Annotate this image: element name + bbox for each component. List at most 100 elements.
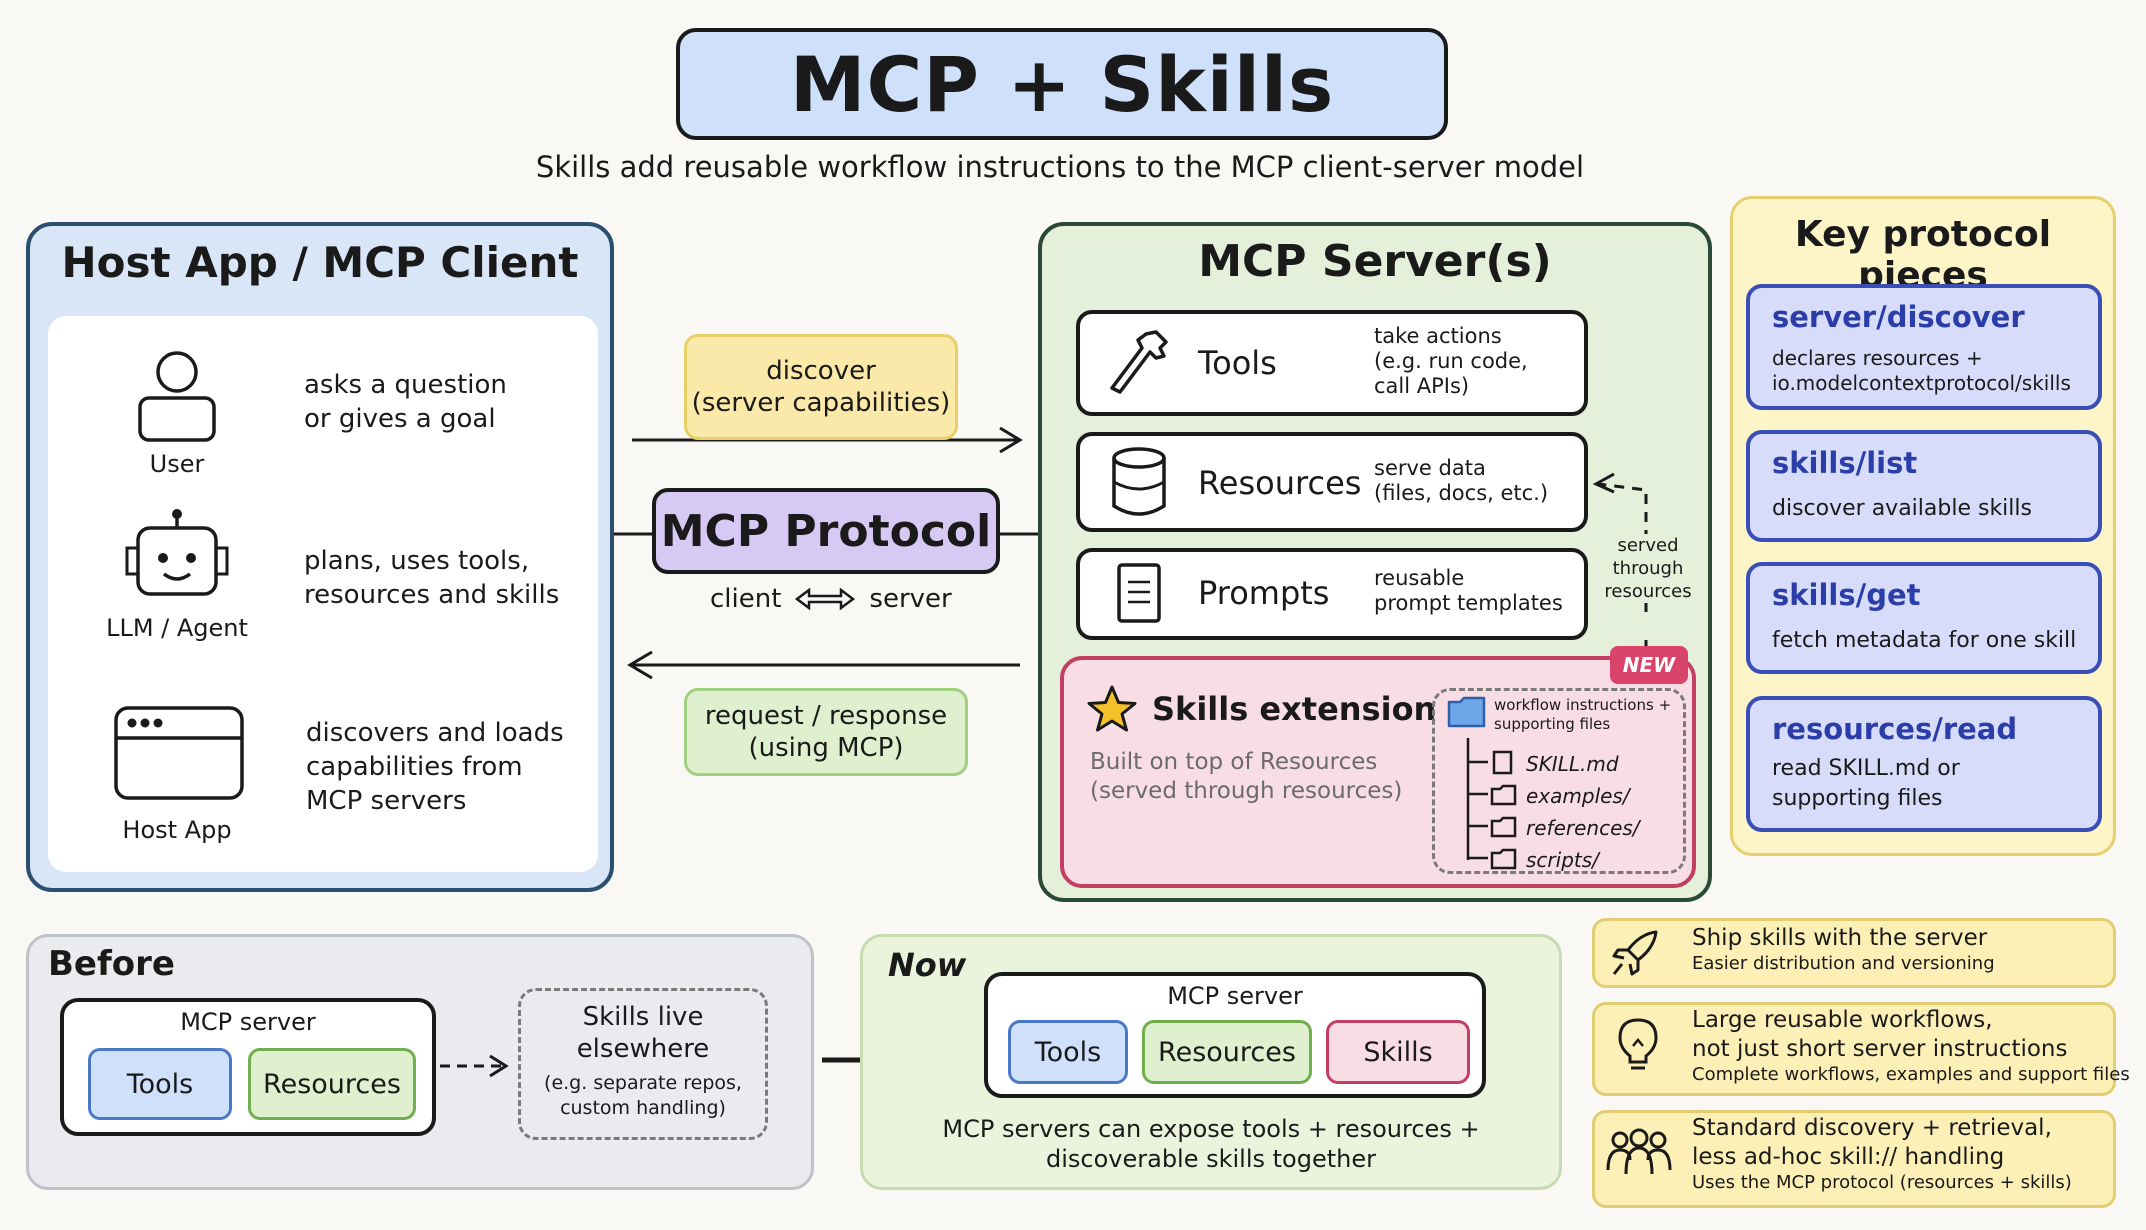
- actor-label-host-app: Host App: [122, 816, 232, 844]
- skills-desc-line: Built on top of Resources: [1090, 749, 1378, 775]
- prompts-label: Prompts: [1198, 574, 1330, 612]
- benefit-sub: Uses the MCP protocol (resources + skill…: [1692, 1172, 2072, 1193]
- key-item-skills-get: skills/get fetch metadata for one skill: [1746, 562, 2102, 674]
- before-title: Before: [48, 944, 175, 984]
- key-desc-line: supporting files: [1772, 786, 1943, 811]
- key-item-desc: discover available skills: [1772, 496, 2032, 521]
- actor-desc-line: or gives a goal: [304, 404, 496, 434]
- tools-desc-line: (e.g. run code,: [1374, 349, 1528, 373]
- folder-desc-line: supporting files: [1494, 715, 1611, 733]
- benefit-ship-text: Ship skills with the server Easier distr…: [1692, 924, 1995, 975]
- benefit-ship-skills: [1592, 918, 2116, 988]
- people-icon: [1606, 1128, 1672, 1175]
- host-app-title: Host App / MCP Client: [61, 238, 579, 287]
- now-caption-line: discoverable skills together: [1045, 1145, 1376, 1173]
- key-item-name: skills/list: [1772, 446, 1918, 480]
- file-tree-lines: [1466, 738, 1488, 860]
- benefit-sub: Complete workflows, examples and support…: [1692, 1064, 2130, 1085]
- discover-text: discover: [766, 356, 876, 386]
- benefit-large-text: Large reusable workflows, not just short…: [1692, 1006, 2130, 1086]
- benefit-title: less ad-hoc skill:// handling: [1692, 1144, 2005, 1170]
- page-title: MCP + Skills: [676, 28, 1448, 140]
- served-line: through: [1612, 558, 1684, 579]
- actor-desc-line: asks a question: [304, 370, 507, 400]
- new-tag: NEW: [1610, 646, 1688, 684]
- resources-desc: serve data (files, docs, etc.): [1374, 456, 1548, 506]
- benefit-title: not just short server instructions: [1692, 1036, 2068, 1062]
- prompts-desc-line: reusable: [1374, 566, 1465, 590]
- tools-desc-line: take actions: [1374, 324, 1502, 348]
- folder-icon: [1490, 784, 1517, 806]
- robot-icon: [125, 509, 229, 596]
- key-item-server-discover: server/discover declares resources + io.…: [1746, 284, 2102, 410]
- star-icon: [1087, 685, 1137, 732]
- benefit-standard-text: Standard discovery + retrieval, less ad-…: [1692, 1114, 2072, 1194]
- elsewhere-line: elsewhere: [576, 1034, 710, 1064]
- discover-sub-text: (server capabilities): [691, 388, 951, 418]
- elsewhere-line: Skills live: [582, 1002, 704, 1032]
- rocket-icon: [1612, 930, 1658, 976]
- key-item-desc: fetch metadata for one skill: [1772, 628, 2077, 653]
- elsewhere-sub-line: custom handling): [560, 1097, 726, 1119]
- actor-desc-line: resources and skills: [304, 580, 560, 610]
- tools-desc: take actions (e.g. run code, call APIs): [1374, 324, 1528, 399]
- benefit-sub: Easier distribution and versioning: [1692, 953, 1995, 974]
- before-server-label: MCP server: [180, 1008, 316, 1036]
- client-label: client: [710, 584, 782, 614]
- resources-desc-line: serve data: [1374, 456, 1486, 480]
- skills-elsewhere-box: Skills live elsewhere (e.g. separate rep…: [518, 988, 768, 1140]
- actor-desc-line: capabilities from: [306, 752, 523, 782]
- document-icon: [1117, 563, 1161, 623]
- key-desc-line: declares resources +: [1772, 346, 1983, 370]
- prompts-desc: reusable prompt templates: [1374, 566, 1563, 616]
- now-server-label: MCP server: [1167, 982, 1303, 1010]
- served-through-label: served through resources: [1604, 534, 1692, 603]
- now-tools-chip: Tools: [1008, 1020, 1128, 1084]
- before-dashed-arrow: [440, 1054, 509, 1078]
- before-tools-chip: Tools: [88, 1048, 232, 1120]
- elsewhere-sub-line: (e.g. separate repos,: [544, 1072, 742, 1094]
- now-skills-chip: Skills: [1326, 1020, 1470, 1084]
- server-label: server: [869, 584, 952, 614]
- key-desc-line: io.modelcontextprotocol/skills: [1772, 371, 2071, 395]
- key-item-desc: read SKILL.md or supporting files: [1772, 754, 2098, 814]
- tools-desc-line: call APIs): [1374, 374, 1470, 398]
- skill-file-list: SKILL.md examples/ references/ scripts/: [1526, 748, 1640, 876]
- server-row-prompts: [1076, 548, 1588, 640]
- tools-label: Tools: [1198, 344, 1277, 382]
- mcp-protocol-box: MCP Protocol: [652, 488, 1000, 574]
- actor-desc-host-app: discovers and loads capabilities from MC…: [306, 716, 606, 818]
- actor-desc-line: plans, uses tools,: [304, 546, 530, 576]
- actor-label-llm: LLM / Agent: [106, 614, 248, 642]
- file-icon: [1492, 750, 1513, 775]
- skill-folder-desc: workflow instructions + supporting files: [1494, 696, 1671, 734]
- folder-icon: [1490, 816, 1517, 838]
- client-server-label: client server: [710, 584, 952, 614]
- browser-window-icon: [114, 706, 244, 800]
- served-line: served: [1617, 535, 1679, 556]
- actor-desc-line: discovers and loads: [306, 718, 564, 748]
- now-caption-line: MCP servers can expose tools + resources…: [942, 1115, 1480, 1143]
- before-resources-chip: Resources: [248, 1048, 416, 1120]
- key-item-desc: declares resources + io.modelcontextprot…: [1772, 346, 2098, 396]
- key-item-name: skills/get: [1772, 578, 1921, 612]
- skills-desc-line: (served through resources): [1090, 778, 1403, 804]
- page-subtitle: Skills add reusable workflow instruction…: [535, 150, 1585, 184]
- folder-examples: examples/: [1526, 784, 1630, 808]
- actor-desc-line: MCP servers: [306, 786, 467, 816]
- request-sub-text: (using MCP): [748, 733, 904, 763]
- wrench-icon: [1110, 330, 1168, 394]
- prompts-desc-line: prompt templates: [1374, 591, 1563, 615]
- benefit-standard-discovery: [1592, 1110, 2116, 1208]
- skills-extension-title: Skills extension: [1152, 690, 1437, 728]
- key-desc-line: read SKILL.md or: [1772, 756, 1960, 781]
- now-caption: MCP servers can expose tools + resources…: [860, 1114, 1562, 1174]
- skill-folder-box: [1432, 688, 1686, 874]
- lightbulb-icon: [1618, 1018, 1658, 1070]
- file-skill-md: SKILL.md: [1526, 752, 1619, 776]
- now-title: Now: [888, 946, 967, 984]
- key-item-skills-list: skills/list discover available skills: [1746, 430, 2102, 542]
- request-response-label: request / response (using MCP): [684, 688, 968, 776]
- benefit-large-workflows: [1592, 1002, 2116, 1096]
- discover-label: discover (server capabilities): [684, 334, 958, 440]
